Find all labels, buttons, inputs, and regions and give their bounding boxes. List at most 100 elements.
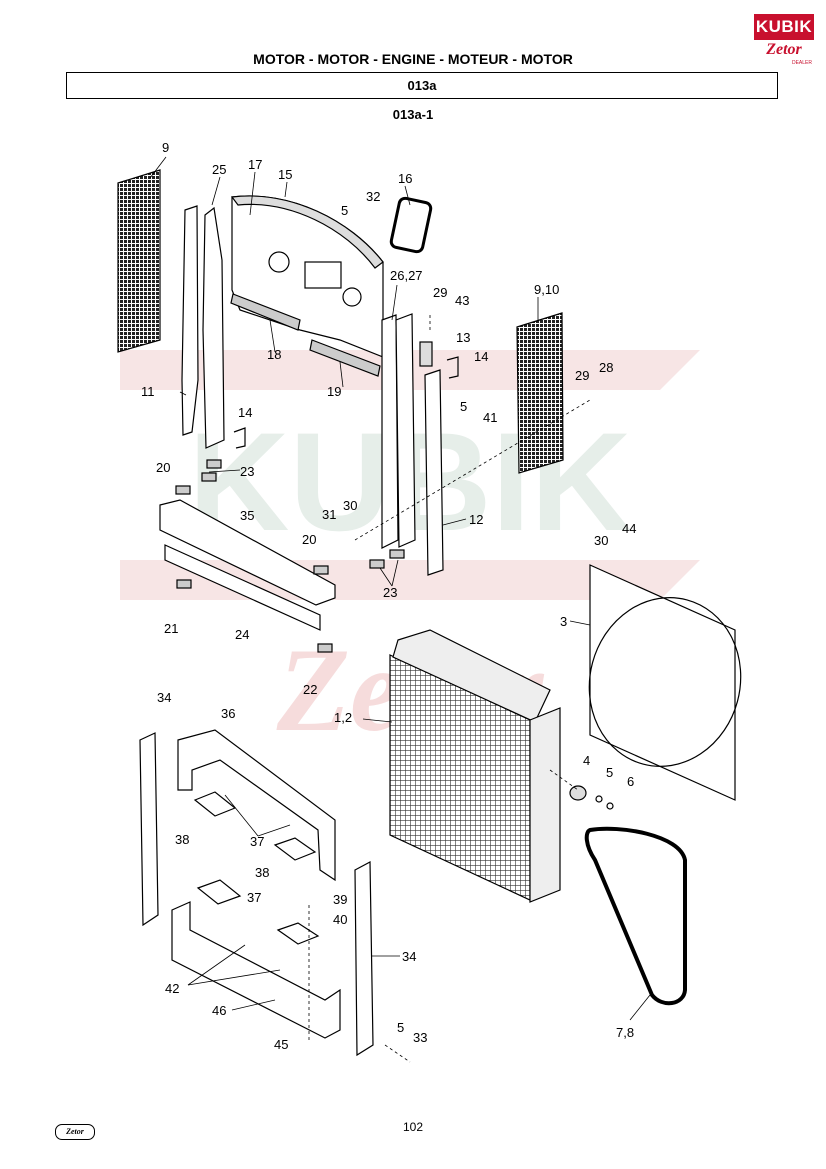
callout-4: 4 <box>583 753 591 768</box>
callout-5-mid: 5 <box>460 399 468 414</box>
callout-9: 9 <box>162 140 170 155</box>
mount-frame-46 <box>171 901 341 1039</box>
pad-23-a <box>206 459 222 469</box>
callout-6: 6 <box>627 774 635 789</box>
center-strip-26 <box>381 314 399 549</box>
plate-38-c <box>196 879 242 905</box>
callout-7-8: 7,8 <box>616 1025 635 1040</box>
pad-20-right <box>313 565 329 575</box>
callout-15: 15 <box>278 167 293 182</box>
callout-39: 39 <box>333 892 348 907</box>
callout-18: 18 <box>267 347 282 362</box>
callout-14-left: 14 <box>238 405 253 420</box>
callout-37-upper: 37 <box>250 834 265 849</box>
callout-38-left: 38 <box>175 832 190 847</box>
callout-12: 12 <box>469 512 484 527</box>
top-panel <box>231 195 384 358</box>
callout-13: 13 <box>456 330 471 345</box>
cross-member-35 <box>159 499 336 606</box>
callout-3: 3 <box>560 614 568 629</box>
clip-14-right <box>446 356 459 379</box>
callout-9-10: 9,10 <box>534 282 560 297</box>
pad-23-c <box>369 559 385 569</box>
footer-zetor-logo: Zetor <box>55 1124 95 1140</box>
callout-16: 16 <box>398 171 413 186</box>
callout-40: 40 <box>333 912 348 927</box>
callout-5-bottom: 5 <box>397 1020 405 1035</box>
diagram-code: 013a-1 <box>392 107 434 122</box>
panel-hole-right <box>342 287 362 307</box>
rubber-frame <box>389 196 433 254</box>
callout-23-upper: 23 <box>240 464 255 479</box>
callout-37-lower: 37 <box>247 890 262 905</box>
bracket-34-left <box>139 732 159 927</box>
pad-21 <box>176 579 192 589</box>
bracket-24 <box>164 544 321 631</box>
pad-22 <box>317 643 333 653</box>
callout-21: 21 <box>164 621 179 636</box>
mesh-screen-right <box>516 312 564 474</box>
block-13 <box>419 341 433 367</box>
pad-23-b <box>201 472 217 482</box>
plate-38-a <box>193 791 237 817</box>
callout-28: 28 <box>599 360 614 375</box>
callout-24: 24 <box>235 627 250 642</box>
callout-38-right: 38 <box>255 865 270 880</box>
reference-lines <box>308 315 591 1063</box>
seal-strip-18 <box>230 293 301 331</box>
page-number: 102 <box>402 1120 424 1134</box>
callout-30-right: 30 <box>594 533 609 548</box>
callout-26-27: 26,27 <box>390 268 423 283</box>
callout-43: 43 <box>455 293 470 308</box>
callout-33: 33 <box>413 1030 428 1045</box>
callout-19: 19 <box>327 384 342 399</box>
page-title: MOTOR - MOTOR - ENGINE - MOTEUR - MOTOR <box>253 51 573 67</box>
panel-hole-center <box>304 261 342 289</box>
callout-1-2: 1,2 <box>334 710 353 725</box>
radiator-side-tank <box>529 707 561 903</box>
panel-hole-left <box>268 251 290 273</box>
logo-dealer-text: DEALER <box>791 60 812 66</box>
seal-strip-19 <box>309 339 381 377</box>
mesh-screen-left <box>117 169 161 353</box>
callout-17: 17 <box>248 157 263 172</box>
logo-kubik-text: KUBIK <box>754 14 814 40</box>
callout-22: 22 <box>303 682 318 697</box>
callout-36: 36 <box>221 706 236 721</box>
callout-20-right: 20 <box>302 532 317 547</box>
leader-lines <box>149 156 651 1021</box>
mount-frame-36 <box>177 729 336 882</box>
clip-14-left <box>233 427 246 449</box>
kubik-logo: KUBIK Zetor DEALER <box>754 14 814 66</box>
callout-23-lower: 23 <box>383 585 398 600</box>
radiator-top-tank <box>392 629 551 723</box>
pad-20-left <box>175 485 191 495</box>
logo-zetor-text: Zetor <box>766 41 802 58</box>
callout-20-left: 20 <box>156 460 171 475</box>
washer-5 <box>595 795 603 803</box>
callout-45: 45 <box>274 1037 289 1052</box>
callout-29-top: 29 <box>433 285 448 300</box>
callout-30-mid: 30 <box>343 498 358 513</box>
side-strip-12 <box>424 369 444 576</box>
callout-42: 42 <box>165 981 180 996</box>
top-panel-edge <box>230 195 384 269</box>
plate-38-b <box>273 837 317 861</box>
section-code-box: 013a <box>66 72 778 99</box>
callout-29-right: 29 <box>575 368 590 383</box>
plate-38-d <box>276 922 320 945</box>
callout-5-right: 5 <box>606 765 614 780</box>
callout-41: 41 <box>483 410 498 425</box>
callout-32: 32 <box>366 189 381 204</box>
callout-46: 46 <box>212 1003 227 1018</box>
side-strip-left <box>181 205 199 436</box>
center-strip-27 <box>395 313 416 548</box>
side-panel-left <box>202 206 225 449</box>
callout-25: 25 <box>212 162 227 177</box>
bushing-4 <box>569 785 587 801</box>
callout-34-left: 34 <box>157 690 172 705</box>
nut-6 <box>606 802 614 810</box>
callout-34-right: 34 <box>402 949 417 964</box>
section-code: 013a <box>407 78 437 93</box>
